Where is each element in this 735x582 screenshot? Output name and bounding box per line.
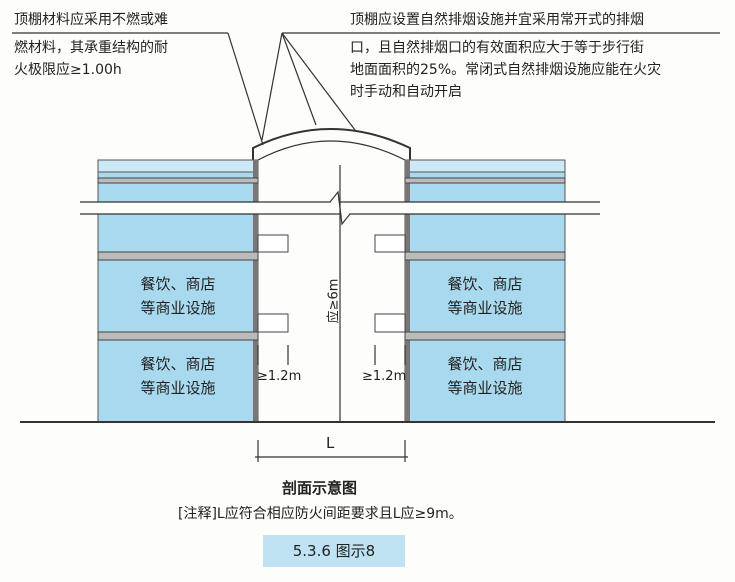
annotation-right-2: 口，且自然排烟口的有效面积应大于等于步行街: [350, 40, 644, 56]
cantilever-label-right: ≥1.2m: [362, 369, 407, 384]
note: [注释]L应符合相应防火间距要求且L应≥9m。: [178, 506, 463, 522]
room-label: 餐饮、商店等商业设施: [447, 275, 523, 317]
annotation-left-1: 顶棚材料应采用不燃或难: [14, 12, 168, 28]
width-label: L: [326, 434, 335, 452]
figure-caption: 5.3.6 图示8: [263, 535, 405, 567]
leader-left: [227, 32, 264, 146]
room-label: 餐饮、商店等商业设施: [447, 355, 523, 397]
annotation-right-3: 地面面积的25%。常闭式自然排烟设施应能在火灾: [350, 62, 662, 78]
cantilever-label-left: ≥1.2m: [257, 369, 302, 384]
annotation-right-4: 时手动和自动开启: [350, 84, 462, 100]
annotation-right-1: 顶棚应设置自然排烟设施并宜采用常开式的排烟: [350, 12, 644, 28]
room-label: 餐饮、商店等商业设施: [140, 275, 216, 317]
roof-canopy: [252, 128, 411, 160]
room-label: 餐饮、商店等商业设施: [140, 355, 216, 397]
annotation-left-3: 火极限应≥1.00h: [14, 62, 122, 78]
annotation-left-2: 燃材料，其承重结构的耐: [14, 40, 168, 56]
drawing-title: 剖面示意图: [282, 479, 358, 497]
height-label: 应≥6m: [326, 278, 342, 324]
